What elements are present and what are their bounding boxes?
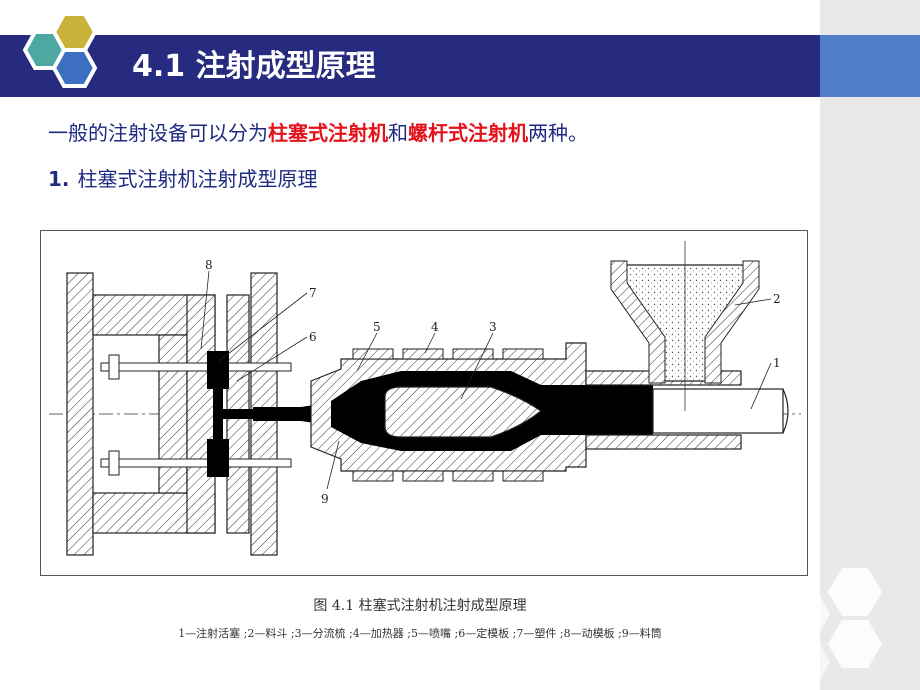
label-8: 8 [205,258,213,272]
ejector-block [158,334,188,494]
tie-rod-bottom [100,458,292,468]
figure-legend: 1—注射活塞 ;2—料斗 ;3—分流梳 ;4—加热器 ;5—喷嘴 ;6—定模板 … [178,627,662,640]
heaters-top [352,348,544,360]
moving-mold [186,294,216,534]
intro-middle: 和 [388,121,408,145]
intro-paragraph: 一般的注射设备可以分为柱塞式注射机和螺杆式注射机两种。 [48,117,588,146]
decorative-hexagons-icon [790,568,882,680]
molded-part-bottom [207,439,229,477]
intro-term-plunger: 柱塞式注射机 [268,121,388,145]
intro-term-screw: 螺杆式注射机 [408,121,528,145]
injection-plunger [652,388,784,434]
torpedo-spreader [384,386,543,438]
title-bar [0,35,820,97]
figure-frame: 8 7 6 5 4 3 2 1 9 [40,230,808,576]
molded-part-top [207,351,229,389]
label-9: 9 [321,492,329,506]
tie-rod-top [100,362,292,372]
subheading-text: 柱塞式注射机注射成型原理 [77,167,318,191]
label-1: 1 [773,356,781,370]
heaters-bottom [352,470,544,482]
intro-suffix: 两种。 [528,121,588,145]
title-bar-extension [820,35,920,97]
figure-caption: 图 4.1 柱塞式注射机注射成型原理 [313,598,527,614]
slide-title: 4.1 注射成型原理 [132,49,376,84]
label-6: 6 [309,330,317,344]
section-subheading: 1. 柱塞式注射机注射成型原理 [48,163,318,192]
label-7: 7 [309,286,317,300]
subheading-number: 1. [48,167,70,191]
label-5: 5 [373,320,381,334]
label-4: 4 [431,320,439,334]
hexagon-logo-icon [22,12,98,88]
intro-prefix: 一般的注射设备可以分为 [48,121,268,145]
label-2: 2 [773,292,781,306]
moving-platen-left [66,272,94,556]
label-3: 3 [489,320,497,334]
injection-machine-diagram: 8 7 6 5 4 3 2 1 9 [49,241,801,556]
